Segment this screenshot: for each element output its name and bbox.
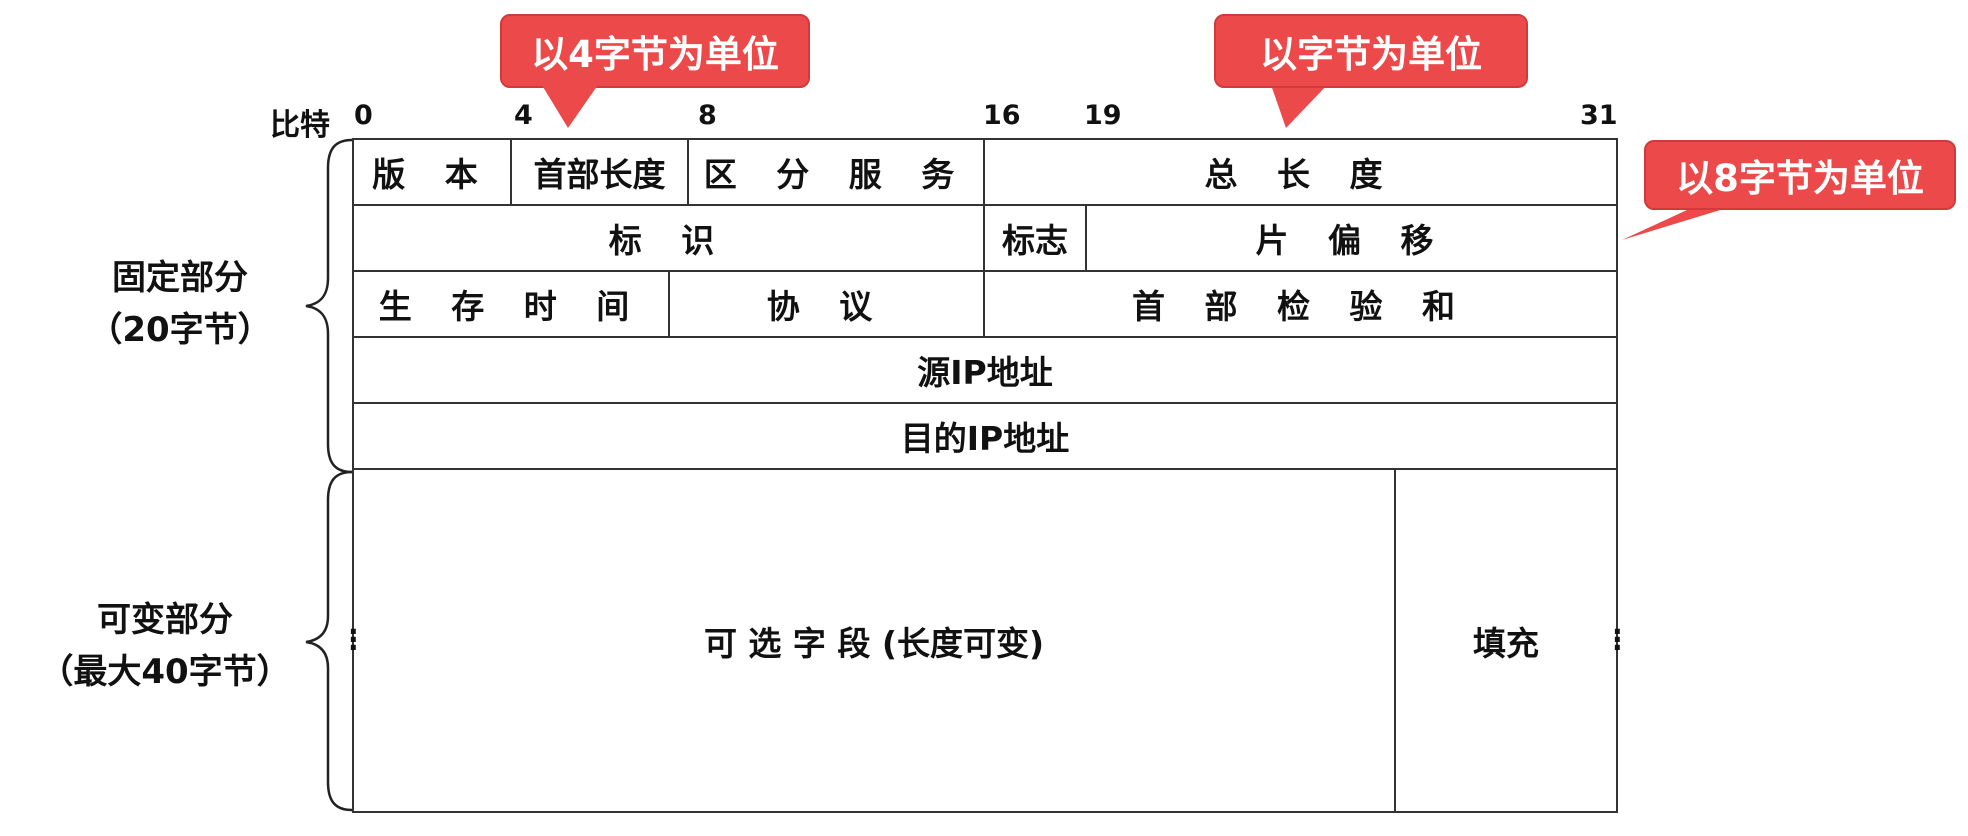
bit-tick-16: 16 xyxy=(983,100,1021,131)
field-ttl: 生 存 时 间 xyxy=(352,270,670,338)
field-fragment-offset: 片 偏 移 xyxy=(1085,204,1618,272)
field-source-ip-label: 源IP地址 xyxy=(917,353,1053,392)
right-ellipsis-marks: ··· xyxy=(1612,615,1623,664)
field-diff-services: 区 分 服 务 xyxy=(687,138,985,206)
bit-axis-label: 比特 xyxy=(270,108,330,143)
bit-tick-4: 4 xyxy=(514,100,533,131)
field-flags-label: 标志 xyxy=(1002,221,1068,260)
field-options: 可 选 字 段 (长度可变) xyxy=(352,468,1396,813)
field-ttl-label: 生 存 时 间 xyxy=(378,287,644,326)
field-options-label: 可 选 字 段 (长度可变) xyxy=(703,623,1045,663)
variable-part-label: 可变部分 （最大40字节） xyxy=(20,594,310,698)
field-destination-ip: 目的IP地址 xyxy=(352,402,1618,470)
field-padding-label: 填充 xyxy=(1473,623,1539,663)
field-header-checksum-label: 首 部 检 验 和 xyxy=(1132,287,1469,326)
field-header-length: 首部长度 xyxy=(510,138,689,206)
callout-8-byte-unit: 以8字节为单位 xyxy=(1644,140,1956,210)
field-diff-services-label: 区 分 服 务 xyxy=(703,155,969,194)
field-version: 版 本 xyxy=(352,138,512,206)
callout-8-byte-unit-text: 以8字节为单位 xyxy=(1676,157,1924,200)
variable-part-title: 可变部分 xyxy=(97,600,233,640)
fixed-part-size: （20字节） xyxy=(88,310,272,350)
field-identification-label: 标 识 xyxy=(608,221,729,260)
callout-byte-unit-text: 以字节为单位 xyxy=(1260,33,1482,76)
field-total-length-label: 总 长 度 xyxy=(1204,155,1397,194)
callout-4-byte-unit: 以4字节为单位 xyxy=(500,14,810,88)
field-header-length-label: 首部长度 xyxy=(533,155,666,194)
bit-tick-19: 19 xyxy=(1084,100,1122,131)
bit-tick-0: 0 xyxy=(354,100,373,131)
field-fragment-offset-label: 片 偏 移 xyxy=(1255,221,1448,260)
brace-variable-part xyxy=(305,470,353,812)
ip-header-diagram: 版 本 首部长度 区 分 服 务 总 长 度 标 识 标志 片 偏 移 生 存 … xyxy=(352,138,1618,813)
fixed-part-title: 固定部分 xyxy=(112,258,248,298)
callout-byte-unit: 以字节为单位 xyxy=(1214,14,1528,88)
callout-4-byte-unit-text: 以4字节为单位 xyxy=(531,33,779,76)
field-header-checksum: 首 部 检 验 和 xyxy=(983,270,1618,338)
field-source-ip: 源IP地址 xyxy=(352,336,1618,404)
field-flags: 标志 xyxy=(983,204,1087,272)
field-total-length: 总 长 度 xyxy=(983,138,1618,206)
field-identification: 标 识 xyxy=(352,204,985,272)
field-protocol-label: 协 议 xyxy=(766,287,887,326)
variable-part-size: （最大40字节） xyxy=(39,652,291,692)
field-protocol: 协 议 xyxy=(668,270,985,338)
field-destination-ip-label: 目的IP地址 xyxy=(900,419,1070,458)
bit-tick-8: 8 xyxy=(698,100,717,131)
field-version-label: 版 本 xyxy=(372,155,492,194)
left-ellipsis-marks: ··· xyxy=(348,615,359,664)
fixed-part-label: 固定部分 （20字节） xyxy=(70,252,290,356)
field-padding: 填充 xyxy=(1394,468,1618,813)
bit-tick-31: 31 xyxy=(1580,100,1618,131)
brace-fixed-part xyxy=(305,138,353,474)
